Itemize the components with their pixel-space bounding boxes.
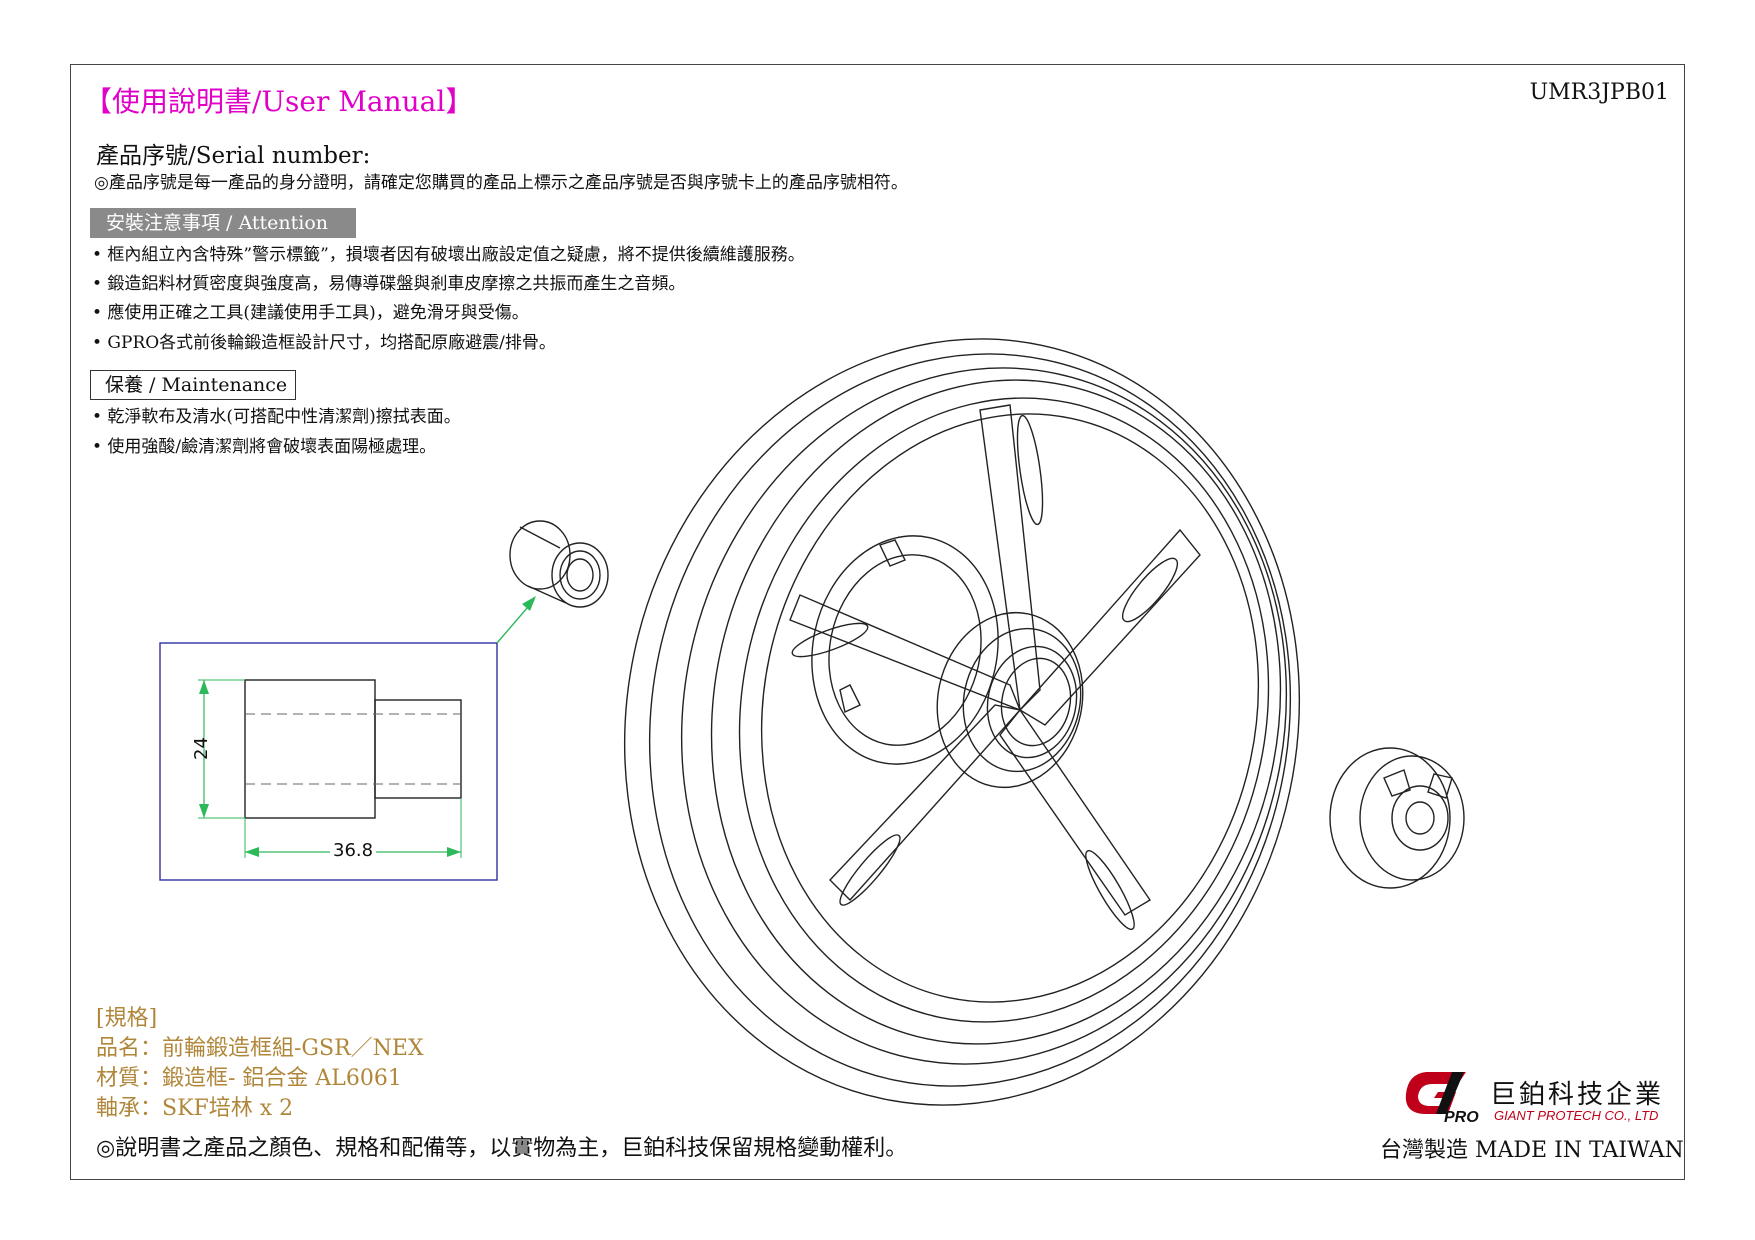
manual-title: 【使用說明書/User Manual】 [84, 85, 474, 118]
attention-heading: 安裝注意事項 / Attention [90, 208, 356, 238]
wheel-hub [936, 611, 1084, 789]
disc-carrier [811, 535, 999, 765]
spec-bearing: 軸承：SKF培林 x 2 [96, 1096, 294, 1121]
wheel-spokes [789, 404, 1201, 930]
list-item: • 使用強酸/鹼清潔劑將會破壞表面陽極處理。 [92, 437, 437, 457]
dimension-height: 24 [190, 737, 212, 760]
maintenance-heading: 保養 / Maintenance [90, 370, 296, 400]
logo-text: PRO [1444, 1109, 1479, 1124]
list-item: • 乾淨軟布及清水(可搭配中性清潔劑)擦拭表面。 [92, 407, 461, 427]
list-item: • 應使用正確之工具(建議使用手工具)，避免滑牙與受傷。 [92, 303, 529, 323]
serial-number-label: 產品序號/Serial number: [96, 143, 371, 169]
wheel-rim [623, 338, 1301, 1106]
disclaimer-note: ◎說明書之產品之顏色、規格和配備等，以實物為主，巨鉑科技保留規格變動權利。 [96, 1136, 908, 1161]
side-collar [1329, 747, 1465, 889]
serial-number-note: ◎產品序號是每一產品的身分證明，請確定您購買的產品上標示之產品序號是否與序號卡上… [94, 173, 908, 193]
made-in-taiwan: 台灣製造 MADE IN TAIWAN [1380, 1138, 1684, 1163]
gpro-logo: PRO [1405, 1072, 1479, 1124]
list-item: • GPRO各式前後輪鍛造框設計尺寸，均搭配原廠避震/排骨。 [92, 333, 556, 353]
document-id: UMR3JPB01 [1529, 80, 1669, 105]
page-frame [70, 64, 1685, 1180]
list-item: • 鍛造鋁料材質密度與強度高，易傳導碟盤與剎車皮摩擦之共振而產生之音頻。 [92, 274, 686, 294]
company-name-cn: 巨鉑科技企業 [1490, 1080, 1665, 1110]
spec-heading: [規格] [96, 1006, 158, 1031]
company-name-en: GIANT PROTECH CO., LTD [1494, 1108, 1659, 1123]
list-item: • 框內組立內含特殊”警示標籤”，損壞者因有破壞出廠設定值之疑慮，將不提供後續維… [92, 245, 805, 265]
spec-product-name: 品名：前輪鍛造框組-GSR／NEX [96, 1036, 424, 1061]
spec-material: 材質：鍛造框- 鋁合金 AL6061 [96, 1066, 402, 1091]
spacer-collar [509, 520, 609, 608]
detail-view [159, 596, 536, 881]
dimension-length: 36.8 [330, 840, 377, 861]
